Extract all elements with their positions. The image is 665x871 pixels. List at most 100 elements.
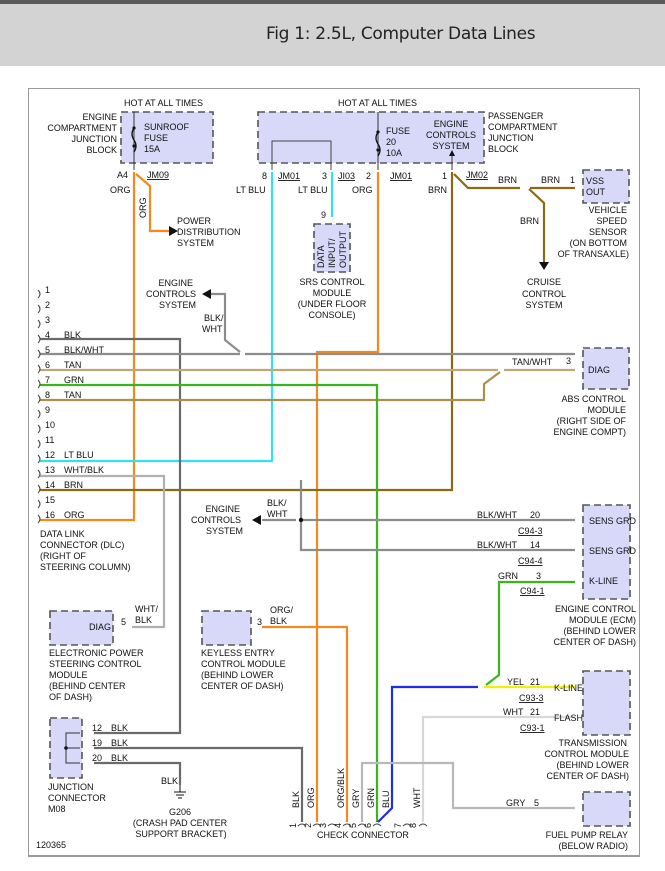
- diagram-frame: [28, 88, 640, 857]
- wire-tan-dlc8: [40, 371, 501, 402]
- dlc-pin-number: 8: [45, 390, 50, 400]
- pjb-hot-label: HOT AT ALL TIMES: [338, 98, 417, 108]
- keyless-wire-2: BLK: [270, 616, 287, 626]
- pjb-label-3: JUNCTION: [488, 133, 534, 143]
- figure-header: Fig 1: 2.5L, Computer Data Lines: [0, 4, 665, 66]
- ect-wire-2: WHT: [202, 324, 223, 334]
- check-connector-wire-color: ORG: [306, 787, 316, 808]
- dlc-pin-number: 14: [45, 480, 55, 490]
- wire-blk-ground: [94, 761, 182, 785]
- dlc-wire-color: LT BLU: [64, 450, 94, 460]
- keyless-wire-1: ORG/: [270, 605, 294, 615]
- dlc-label-3: (RIGHT OF: [40, 551, 86, 561]
- pin-2: 2: [366, 171, 371, 181]
- tcm-conn-2: C93-1: [520, 723, 545, 733]
- pjb-engine-3: SYSTEM: [432, 141, 469, 151]
- dlc-pin-number: 12: [45, 450, 55, 460]
- ground-label-2: (CRASH PAD CENTER: [133, 818, 228, 828]
- fuse-dot: [132, 144, 136, 148]
- eps-wire-1: WHT/: [135, 604, 158, 614]
- eps-label-3: MODULE: [49, 670, 88, 680]
- abs-label-1: ABS CONTROL: [561, 394, 626, 404]
- srs-label-1: SRS CONTROL: [299, 277, 364, 287]
- dlc-wire-color: WHT/BLK: [64, 465, 104, 475]
- srs-box-2: INPUT/: [327, 238, 337, 268]
- dlc-socket-9: [37, 409, 41, 419]
- splice-dot: [298, 517, 304, 523]
- check-connector-wire-color: BLU: [381, 790, 391, 808]
- abs-label-3: (RIGHT SIDE OF: [557, 416, 627, 426]
- wire-org-power-dist: [135, 173, 170, 233]
- tcm-label-3: (BEHIND LOWER: [556, 760, 629, 770]
- ecm-func-1: SENS GRD: [589, 516, 637, 526]
- splice-dot: [64, 746, 68, 750]
- dlc-socket-10: [37, 424, 41, 434]
- abs-wire: TAN/WHT: [512, 357, 553, 367]
- abs-label-2: MODULE: [587, 405, 626, 415]
- ejb-label-1: ENGINE: [82, 112, 117, 122]
- fuse-dot: [376, 130, 380, 134]
- dlc-socket-3: [37, 319, 41, 329]
- fuel-pump-relay: [582, 791, 631, 827]
- vss-label-5: OF TRANSAXLE): [558, 249, 629, 259]
- m08-wire-19: BLK: [111, 738, 128, 748]
- dlc-pin-number: 3: [45, 315, 50, 325]
- check-connector-socket-5: [357, 823, 367, 827]
- dlc-pin-number: 4: [45, 330, 50, 340]
- a4-pin: A4: [117, 170, 128, 180]
- ecm-mid-1: ENGINE: [205, 504, 240, 514]
- diagram-id: 120365: [36, 840, 66, 850]
- ecm-conn-2: C94-4: [518, 556, 543, 566]
- brn-a: BRN: [428, 185, 447, 195]
- ecm-pin-3: 3: [536, 571, 541, 581]
- tcm-pin-1: 21: [530, 677, 540, 687]
- dlc-pin-number: 6: [45, 360, 50, 370]
- abs-label-4: ENGINE COMPT): [553, 427, 626, 437]
- ect-wire-1: BLK/: [204, 313, 224, 323]
- tcm-label-1: TRANSMISSION: [558, 738, 627, 748]
- wire-ltblu-dlc12: [40, 172, 274, 463]
- eps-label-2: STEERING CONTROL: [49, 659, 142, 669]
- check-connector-pin-number: 6: [363, 823, 373, 828]
- pjb-label-4: BLOCK: [488, 144, 519, 154]
- keyless-label-4: CENTER OF DASH): [201, 681, 284, 691]
- dlc-pin-number: 1: [45, 285, 50, 295]
- check-connector-sockets: [297, 823, 428, 827]
- dlc-socket-12: [37, 454, 41, 464]
- vss-label-4: (ON BOTTOM: [570, 238, 627, 248]
- eps-wire-2: BLK: [135, 615, 152, 625]
- ecm-label-2: MODULE (ECM): [569, 615, 636, 625]
- m08-label-2: CONNECTOR: [48, 793, 106, 803]
- keyless-pin: 3: [257, 617, 262, 627]
- jm01-a: JM01: [278, 171, 300, 181]
- vss-label-2: SPEED: [596, 216, 627, 226]
- ecm-wire-3: GRN: [498, 571, 518, 581]
- sunroof-fuse-2: FUSE: [144, 133, 168, 143]
- dlc-pin-number: 13: [45, 465, 55, 475]
- abs-module: [582, 347, 630, 390]
- abs-pin: 3: [566, 356, 571, 366]
- fp-wire: GRY: [506, 798, 525, 808]
- check-connector-wire-color: GRY: [351, 789, 361, 808]
- dlc-wire-color: GRN: [64, 375, 84, 385]
- check-connector-pin-number: 3: [318, 823, 328, 828]
- ground-icon: [174, 785, 186, 799]
- power-dist-3: SYSTEM: [177, 238, 214, 248]
- ecm-module: [582, 504, 631, 600]
- engine-junction-block: [120, 111, 214, 164]
- org-b: ORG: [352, 185, 373, 195]
- wire-whtblk-eps: [40, 474, 166, 629]
- eps-box: DIAG: [89, 622, 111, 632]
- brn-vss-2: BRN: [541, 175, 560, 185]
- tcm-module: [582, 670, 631, 736]
- tcm-pin-2: 21: [530, 707, 540, 717]
- cruise-3: SYSTEM: [525, 300, 562, 310]
- wire-blk-m08-19: [94, 746, 304, 822]
- dlc-socket-14: [37, 484, 41, 494]
- abs-box: DIAG: [588, 365, 610, 375]
- tcm-wire-2: WHT: [503, 707, 524, 717]
- passenger-junction-block: [257, 111, 485, 164]
- dlc-label-1: DATA LINK: [40, 529, 85, 539]
- ecm-wire-1: BLK/WHT: [477, 510, 518, 520]
